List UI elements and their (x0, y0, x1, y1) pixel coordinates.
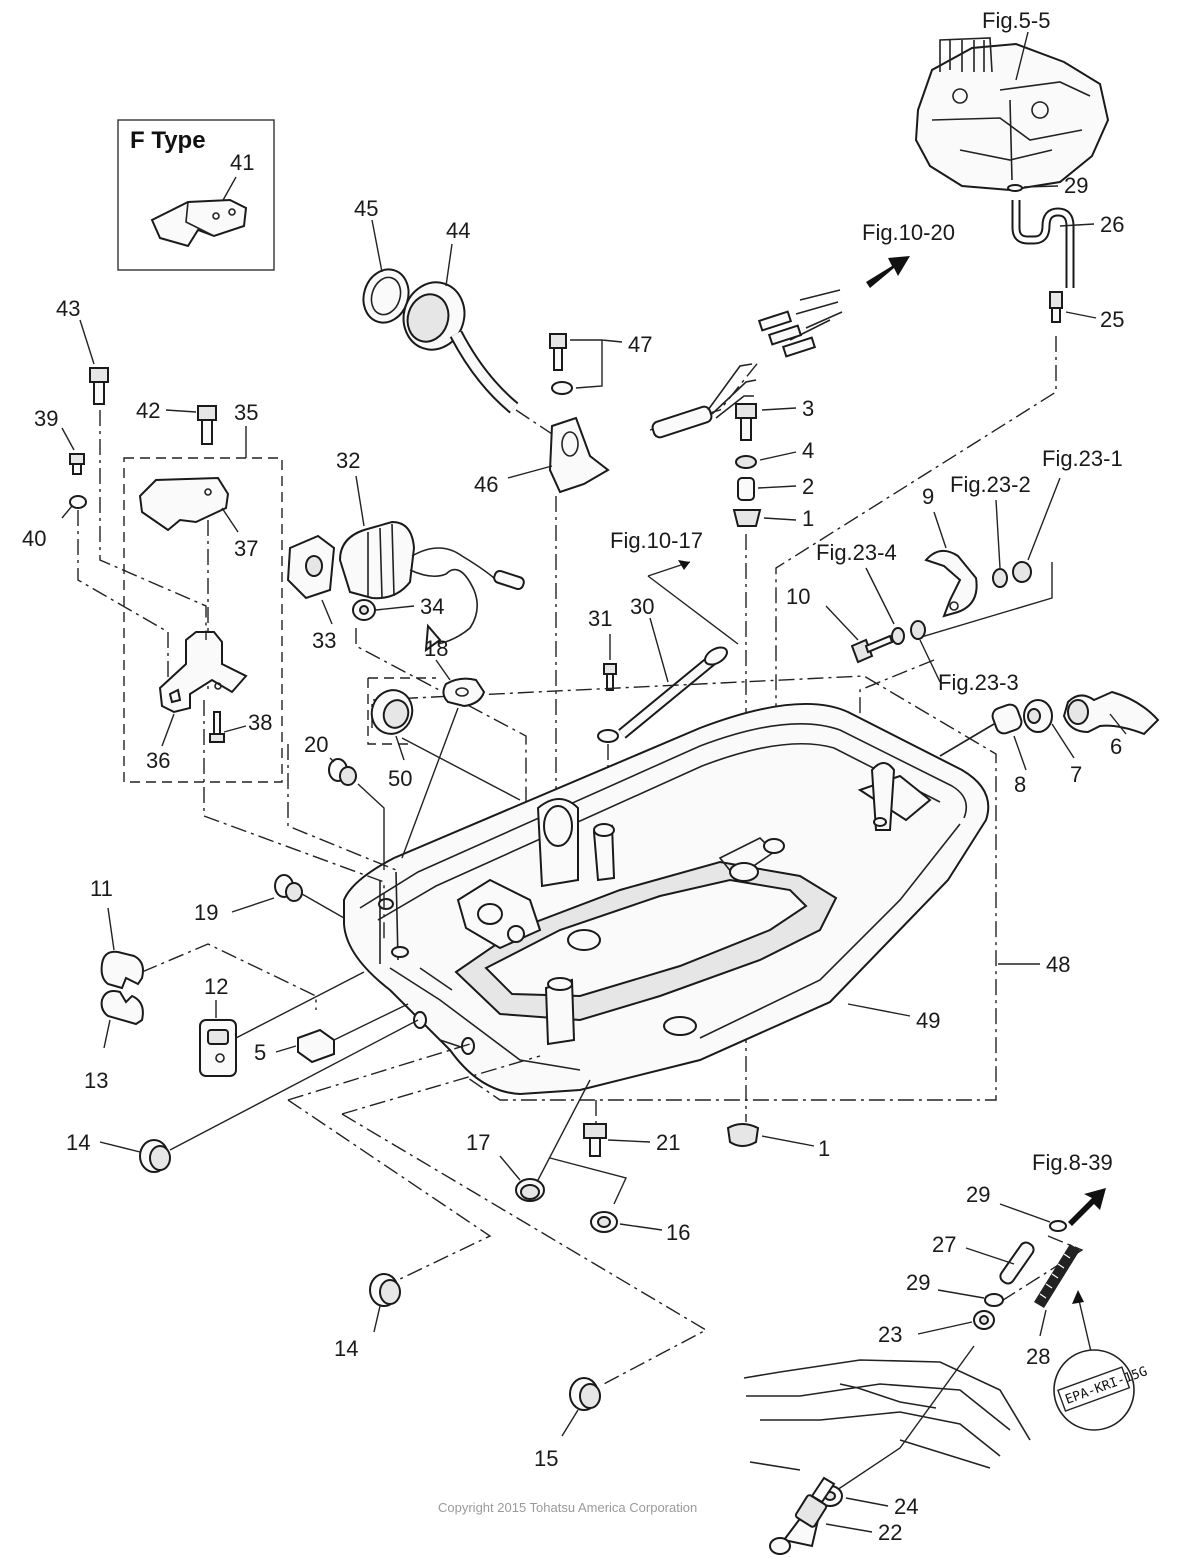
engine-assembly (914, 37, 1110, 192)
callout-23: 23 (878, 1322, 902, 1347)
copyright-text: Copyright 2015 Tohatsu America Corporati… (438, 1500, 697, 1515)
lever-9 (924, 549, 978, 618)
callout-37: 37 (234, 536, 258, 561)
callout-14-bottom: 14 (334, 1336, 358, 1361)
callout-16: 16 (666, 1220, 690, 1245)
callout-10: 10 (786, 584, 810, 609)
callout-49: 49 (916, 1008, 940, 1033)
cover-37 (138, 476, 230, 532)
callout-8: 8 (1014, 772, 1026, 797)
callout-18: 18 (424, 636, 448, 661)
f-type-inset: F Type 41 (117, 119, 275, 271)
callout-32: 32 (336, 448, 360, 473)
ref-fig-10-17: Fig.10-17 (610, 528, 703, 553)
ref-fig-23-4: Fig.23-4 (816, 540, 897, 565)
callout-3: 3 (802, 396, 814, 421)
ref-fig-10-20: Fig.10-20 (862, 220, 955, 245)
bracket-36 (158, 631, 248, 714)
arrow-fig-8-39 (1068, 1188, 1106, 1226)
ref-fig-23-2: Fig.23-2 (950, 472, 1031, 497)
callout-31: 31 (588, 606, 612, 631)
callout-28: 28 (1026, 1344, 1050, 1369)
callout-27: 27 (932, 1232, 956, 1257)
callout-29-upper: 29 (966, 1182, 990, 1207)
bracket-46 (548, 416, 610, 494)
callout-11: 11 (90, 876, 113, 901)
ref-fig-5-5: Fig.5-5 (982, 8, 1050, 33)
fitting-22 (769, 1476, 836, 1555)
callout-38: 38 (248, 710, 272, 735)
callout-44: 44 (446, 218, 470, 243)
plug-44 (402, 281, 519, 414)
callout-47: 47 (628, 332, 652, 357)
callout-43: 43 (56, 296, 80, 321)
cable-30 (597, 646, 728, 743)
callout-1-top: 1 (802, 506, 814, 531)
callout-41: 41 (230, 150, 254, 175)
callout-19: 19 (194, 900, 218, 925)
ref-fig-23-3: Fig.23-3 (938, 670, 1019, 695)
lower-cover-pan-49 (343, 702, 990, 1096)
callout-2: 2 (802, 474, 814, 499)
callout-21: 21 (656, 1130, 680, 1155)
callout-29-top: 29 (1064, 173, 1088, 198)
callout-15: 15 (534, 1446, 558, 1471)
callout-4: 4 (802, 438, 814, 463)
ref-fig-8-39: Fig.8-39 (1032, 1150, 1113, 1175)
callout-20: 20 (304, 732, 328, 757)
callout-12: 12 (204, 974, 228, 999)
callout-40: 40 (22, 526, 46, 551)
switch-32 (338, 520, 525, 653)
callout-45: 45 (354, 196, 378, 221)
callout-26: 26 (1100, 212, 1124, 237)
callout-5: 5 (254, 1040, 266, 1065)
callout-35: 35 (234, 400, 258, 425)
callout-17: 17 (466, 1130, 490, 1155)
callout-34: 34 (420, 594, 444, 619)
callout-9: 9 (922, 484, 934, 509)
callout-7: 7 (1070, 762, 1082, 787)
callout-30: 30 (630, 594, 654, 619)
gear-case-outline (743, 1359, 1031, 1471)
callout-29-lower: 29 (906, 1270, 930, 1295)
callout-24: 24 (894, 1494, 918, 1519)
wire-connectors (649, 289, 843, 439)
callout-46: 46 (474, 472, 498, 497)
callout-13: 13 (84, 1068, 108, 1093)
callout-42: 42 (136, 398, 160, 423)
f-type-title: F Type (130, 127, 206, 154)
ref-fig-23-1: Fig.23-1 (1042, 446, 1123, 471)
callout-39: 39 (34, 406, 58, 431)
callout-1-bottom: 1 (818, 1136, 830, 1161)
callout-22: 22 (878, 1520, 902, 1545)
callout-36: 36 (146, 748, 170, 773)
callout-25: 25 (1100, 307, 1124, 332)
callout-6: 6 (1110, 734, 1122, 759)
callout-48: 48 (1046, 952, 1070, 977)
callout-33: 33 (312, 628, 336, 653)
handle-6 (1062, 690, 1160, 736)
arrow-fig-10-20 (866, 256, 910, 288)
callout-50: 50 (388, 766, 412, 791)
callout-14-left: 14 (66, 1130, 90, 1155)
